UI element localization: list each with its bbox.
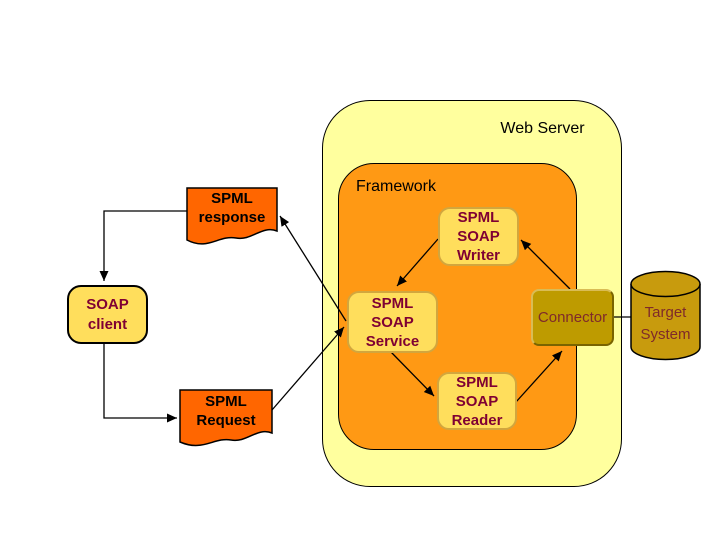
- node-spml-request-label: SPML Request: [196, 393, 256, 429]
- node-target-system-label: Target System: [640, 304, 691, 343]
- framework-label: Framework: [356, 178, 437, 195]
- web-server-label: Web Server: [500, 120, 585, 137]
- node-spml-soap-writer: SPML SOAP Writer: [438, 207, 519, 266]
- target-system-cylinder-top: [630, 270, 701, 298]
- node-soap-client: SOAP client: [67, 285, 148, 344]
- node-connector: Connector: [531, 289, 614, 346]
- edge-client-to-request: [103, 344, 177, 423]
- edge-response-to-client: [99, 210, 187, 281]
- node-spml-soap-service: SPML SOAP Service: [347, 291, 438, 353]
- node-spml-soap-reader: SPML SOAP Reader: [437, 372, 517, 430]
- node-spml-response-label: SPML response: [198, 190, 266, 226]
